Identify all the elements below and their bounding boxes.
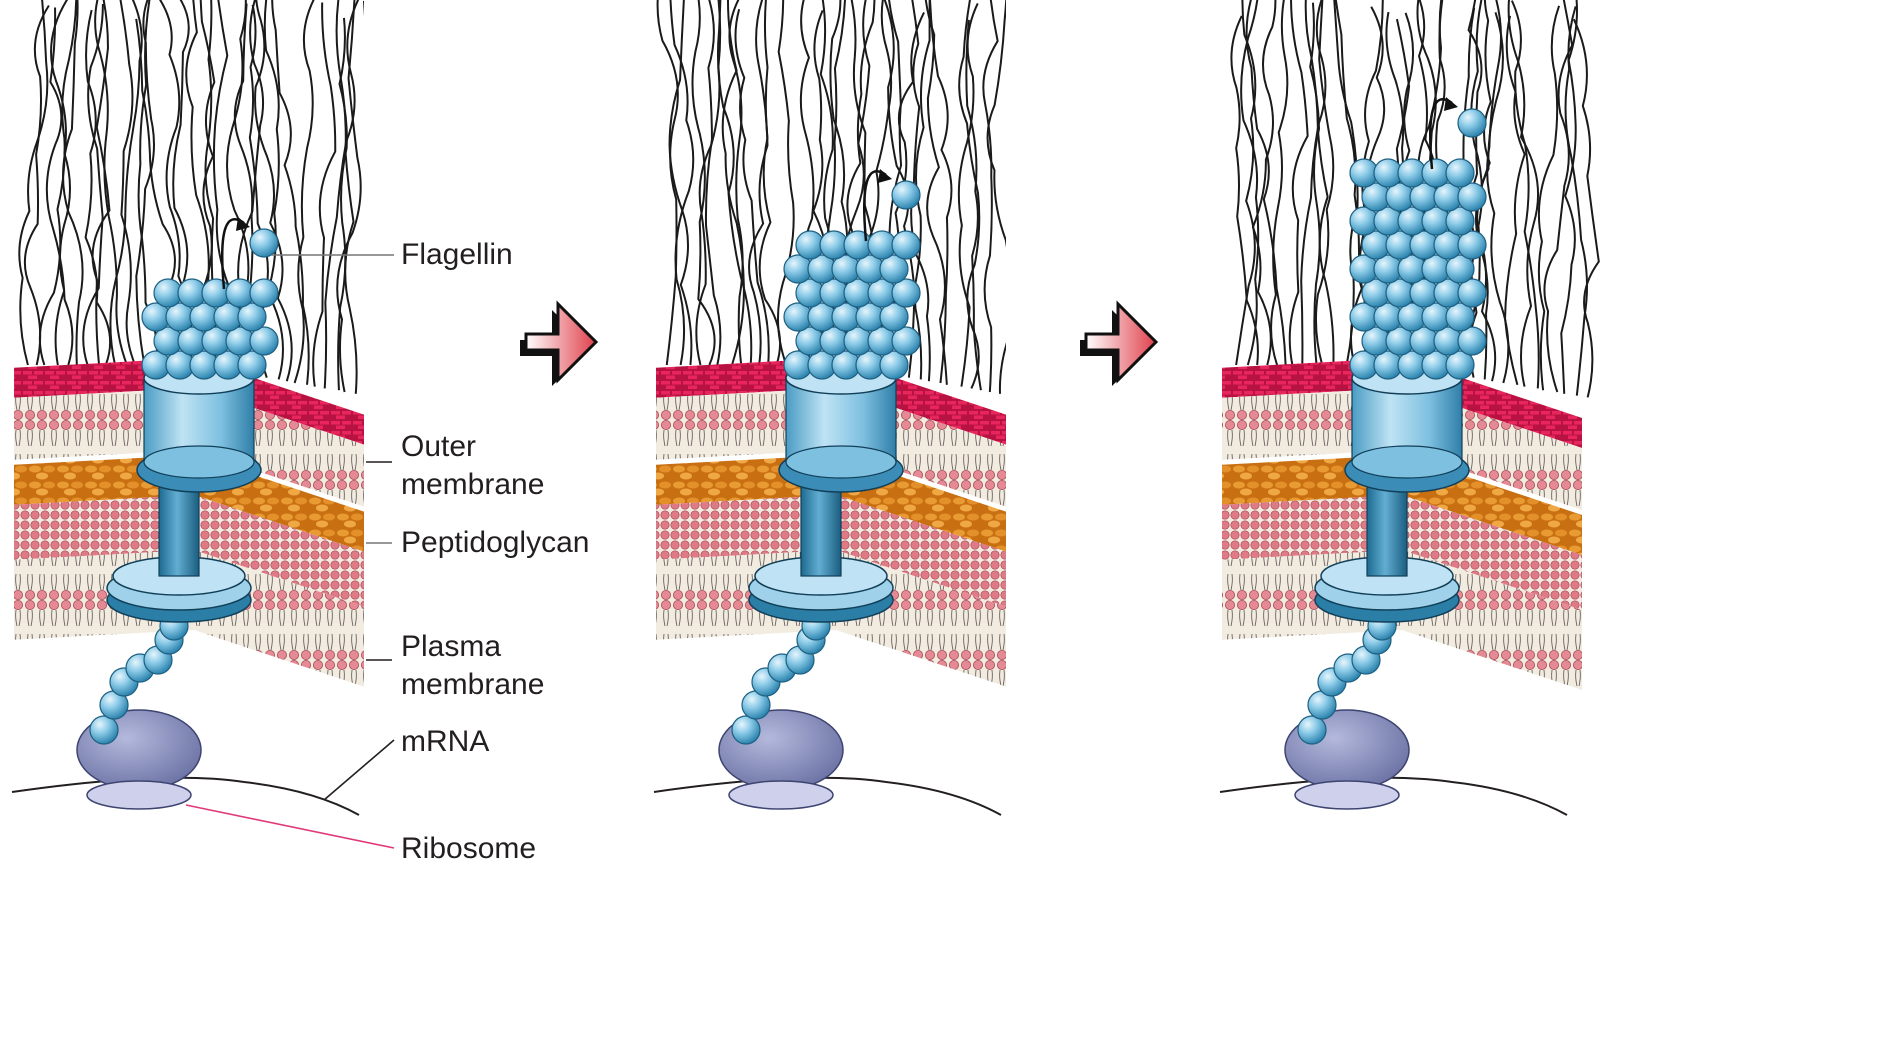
stage-2-panel bbox=[651, 0, 1033, 815]
flagellar-filament bbox=[784, 231, 920, 379]
exported-flagellin-subunit bbox=[250, 229, 278, 257]
nascent-flagellin-subunit bbox=[1298, 716, 1326, 744]
nascent-flagellin-subunit bbox=[90, 716, 118, 744]
hook-cylinder-base bbox=[1352, 446, 1462, 478]
mrna-leader bbox=[324, 740, 394, 800]
stage-1-panel bbox=[9, 0, 414, 815]
stage-3-panel bbox=[1217, 0, 1599, 815]
export-arrowhead-icon bbox=[1444, 97, 1458, 111]
flagellin-subunit bbox=[250, 279, 278, 307]
nascent-flagellin-subunit bbox=[732, 716, 760, 744]
flagellar-filament bbox=[142, 279, 278, 379]
exported-flagellin-subunit bbox=[892, 181, 920, 209]
basal-rod bbox=[801, 480, 841, 576]
flagellar-filament bbox=[1350, 159, 1486, 379]
ribosome-label: Ribosome bbox=[401, 830, 536, 868]
ribosome-small-subunit bbox=[1295, 781, 1399, 809]
plasma-membrane-label: Plasma membrane bbox=[401, 628, 544, 704]
peptidoglycan-label: Peptidoglycan bbox=[401, 524, 589, 562]
basal-rod bbox=[1367, 480, 1407, 576]
flagellin-label: Flagellin bbox=[401, 236, 513, 274]
ribosome-small-subunit bbox=[729, 781, 833, 809]
mrna-label: mRNA bbox=[401, 723, 489, 761]
ribosome-small-subunit bbox=[87, 781, 191, 809]
process-arrow-icon bbox=[1080, 304, 1156, 386]
process-arrow-icon bbox=[520, 304, 596, 386]
exported-flagellin-subunit bbox=[1458, 109, 1486, 137]
ribosome-leader bbox=[186, 805, 394, 848]
hook-cylinder-base bbox=[144, 446, 254, 478]
export-arrowhead-icon bbox=[878, 169, 892, 183]
flagellin-subunit bbox=[892, 231, 920, 259]
outer-membrane-label: Outer membrane bbox=[401, 428, 544, 504]
hook-cylinder-base bbox=[786, 446, 896, 478]
flagellin-subunit bbox=[1446, 159, 1474, 187]
basal-rod bbox=[159, 480, 199, 576]
